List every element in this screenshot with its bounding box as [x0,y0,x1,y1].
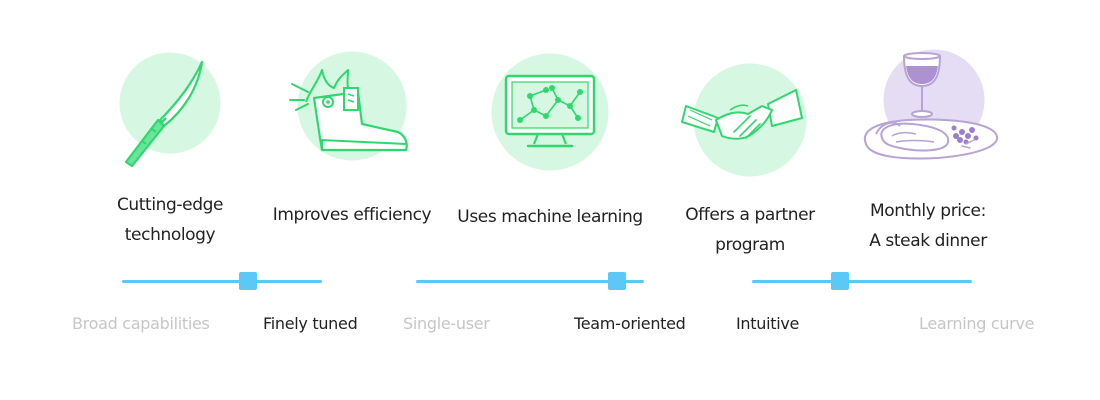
slider-right-label: Finely tuned [263,314,358,333]
feature-label: Cutting-edge technology [116,195,224,245]
slider-right-label: Team-oriented [574,314,686,333]
monitor-network-icon [488,50,612,174]
feature-label: Improves efficiency [272,205,432,225]
slider-left-label: Single-user [403,314,490,333]
steak-dinner-icon [863,46,999,160]
feature-label: Monthly price: A steak dinner [869,201,987,251]
feature-efficiency: Improves efficiency [262,40,442,260]
slider-track[interactable] [416,272,644,290]
slider-left-label: Intuitive [736,314,800,333]
feature-label: Uses machine learning [457,207,643,227]
slider-track[interactable] [122,272,322,290]
feature-monthly-price: Monthly price: A steak dinner [838,40,1018,260]
slider-thumb[interactable] [239,272,257,290]
slider-right-label: Learning curve [919,314,1035,333]
slider-left-label: Broad capabilities [72,314,210,333]
boot-icon [289,48,410,164]
handshake-icon [681,60,810,180]
slider-thumb[interactable] [831,272,849,290]
knife-icon [116,49,224,168]
feature-cutting-edge: Cutting-edge technology [80,40,260,260]
slider-thumb[interactable] [607,272,626,290]
feature-partner-program: Offers a partner program [660,40,840,260]
feature-machine-learning: Uses machine learning [457,40,643,260]
feature-label: Offers a partner program [685,205,815,255]
slider-track[interactable] [752,272,972,290]
